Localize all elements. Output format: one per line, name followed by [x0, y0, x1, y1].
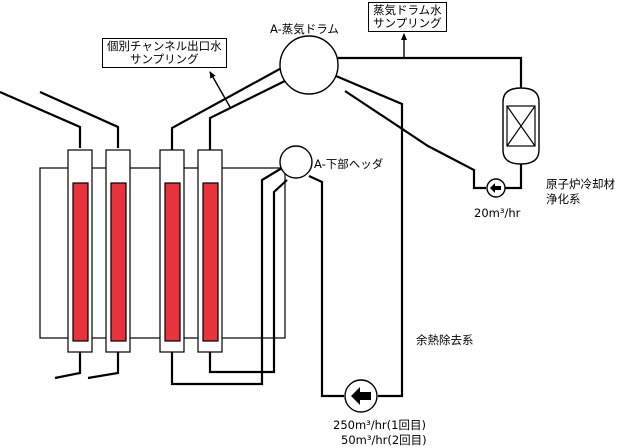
riser-pipes: [170, 64, 294, 150]
cleanup-flow-label: 20m³/hr: [474, 206, 521, 220]
fuel-element-1: [72, 182, 89, 342]
fuel-channel-4: [197, 149, 223, 353]
drum-water-sampling-box: 蒸気ドラム水 サンプリング: [368, 2, 447, 32]
drum-water-sampling-line-1: 蒸気ドラム水: [373, 3, 442, 17]
channel-outlet-sampling-line-2: サンプリング: [130, 52, 199, 66]
fuel-element-3: [164, 182, 181, 342]
fuel-element-2: [110, 182, 127, 342]
cleanup-pump: [486, 178, 506, 198]
fuel-channel-1: [67, 149, 93, 353]
channel-outlet-sampling-box: 個別チャンネル出口水 サンプリング: [102, 38, 227, 68]
residual-heat-removal-label: 余熱除去系: [416, 333, 474, 347]
left-inlet-pipes: [0, 90, 120, 148]
steam-drum: [279, 35, 339, 95]
lower-header: [279, 145, 313, 179]
cleanup-vessel: [502, 87, 540, 165]
channel-outlet-sampling-line-1: 個別チャンネル出口水: [107, 39, 222, 53]
fuel-channel-3: [159, 149, 185, 353]
lower-header-label: A-下部ヘッダ: [314, 157, 384, 171]
rhr-pump-arrow-icon: [351, 387, 371, 405]
cleanup-system-label-2: 浄化系: [546, 192, 581, 206]
bottom-pipes: [54, 167, 288, 386]
cleanup-loop: [338, 56, 523, 190]
residual-heat-removal-loop: [308, 74, 404, 398]
rhr-flow-label-2: 50m³/hr(2回目): [341, 433, 427, 447]
cleanup-pump-arrow-icon: [490, 183, 501, 193]
fuel-channel-2: [105, 149, 131, 353]
sampling-arrows: [209, 33, 407, 108]
drum-water-sampling-line-2: サンプリング: [373, 16, 442, 30]
cleanup-system-label-1: 原子炉冷却材: [546, 177, 615, 191]
rhr-flow-label-1: 250m³/hr(1回目): [333, 418, 426, 432]
steam-drum-label: A-蒸気ドラム: [270, 22, 339, 36]
rhr-pump: [344, 379, 378, 413]
fuel-element-4: [202, 182, 219, 342]
